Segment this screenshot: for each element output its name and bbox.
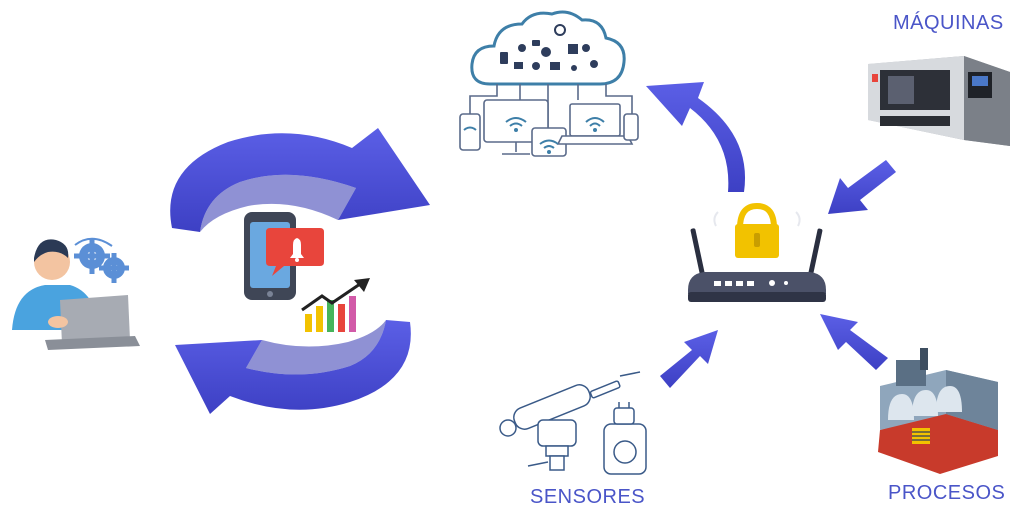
padlock-icon [713,202,801,258]
arrow-from-sensors [660,330,718,388]
label-maquinas: MÁQUINAS [893,12,1004,34]
cycle-arrows-icon [170,128,430,414]
arrow-to-cloud [646,82,746,192]
sensors-icon [499,371,647,475]
cnc-machine-icon [868,56,1010,146]
cycle-arrow-top [170,128,430,232]
cloud-network-icon [459,10,639,157]
growth-chart-icon [301,278,370,332]
cycle-arrow-bottom [175,320,411,414]
router-icon [688,228,826,302]
label-sensores: SENSORES [530,486,646,508]
arrow-from-processes [820,314,888,370]
person-laptop-icon [12,237,140,350]
cloud-apps-icon [500,24,598,71]
factory-icon [878,348,998,474]
gears-icon [74,237,129,283]
notification-bell-icon [266,228,324,276]
arrow-from-machines [828,160,896,214]
label-procesos: PROCESOS [888,482,1006,504]
